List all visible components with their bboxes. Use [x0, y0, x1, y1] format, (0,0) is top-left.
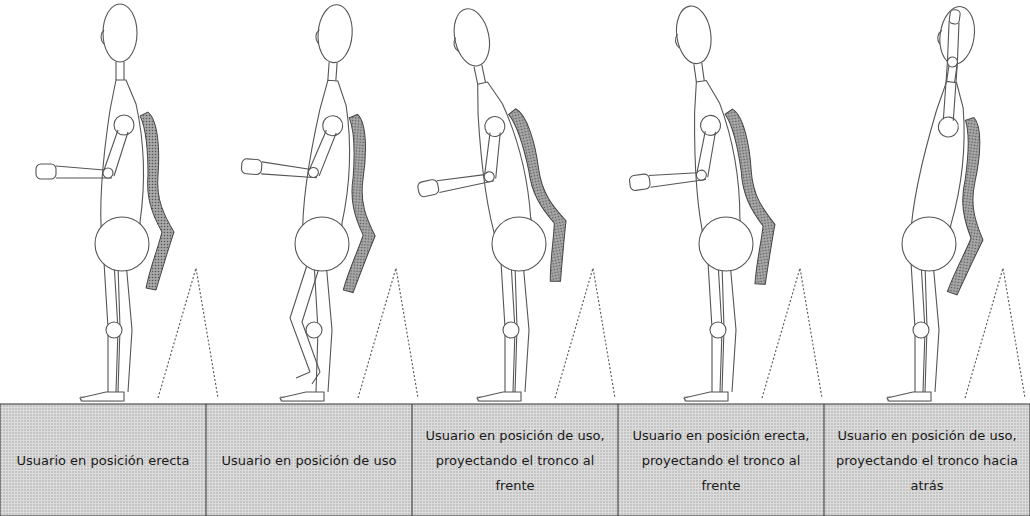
stand-triangle	[358, 268, 418, 398]
stroke	[261, 126, 336, 179]
stand-triangle	[158, 268, 218, 398]
knee	[306, 322, 322, 338]
stand-triangle	[762, 268, 822, 398]
stroke	[296, 372, 320, 384]
support	[140, 112, 174, 290]
stroke	[290, 262, 320, 372]
head	[673, 4, 715, 66]
pelvis	[95, 217, 149, 271]
figures	[36, 0, 1025, 402]
hand	[949, 9, 961, 24]
torso-group	[233, 0, 391, 294]
face	[675, 34, 680, 48]
caption: Usuario en posición erecta	[0, 448, 206, 473]
face	[101, 30, 104, 44]
hand	[629, 173, 651, 191]
pelvis	[295, 217, 349, 271]
shoulder	[699, 114, 722, 137]
knee	[503, 322, 519, 338]
stroke	[328, 62, 337, 81]
caption-band	[0, 404, 1030, 516]
pelvis	[699, 217, 753, 271]
hand	[417, 179, 440, 198]
shoulder	[937, 116, 960, 139]
hand	[36, 164, 56, 179]
pelvis	[902, 217, 956, 271]
torso-group	[607, 0, 783, 301]
stroke	[947, 56, 958, 67]
knee	[106, 322, 122, 338]
mannequin	[887, 4, 1025, 402]
shoulder	[483, 115, 507, 139]
stroke	[429, 131, 509, 193]
mannequin	[36, 4, 218, 402]
stand-triangle	[555, 268, 615, 398]
head	[449, 5, 494, 69]
foot	[684, 392, 728, 401]
caption: Usuario en posición erecta, proyectando …	[618, 423, 824, 498]
head	[103, 4, 137, 62]
caption: Usuario en posición de uso, proyectando …	[412, 423, 618, 498]
cell-border	[618, 404, 619, 516]
knee	[710, 322, 726, 338]
foot	[280, 392, 324, 401]
mannequin	[607, 0, 822, 402]
elbow	[308, 167, 319, 178]
stroke	[474, 65, 486, 84]
cell-borders	[206, 404, 824, 516]
face	[453, 38, 459, 52]
cell-border	[824, 404, 825, 516]
hand	[241, 158, 262, 174]
cell-border	[412, 404, 413, 516]
torso	[681, 78, 746, 242]
support	[941, 116, 999, 297]
stroke	[694, 63, 704, 82]
mannequin	[384, 0, 615, 402]
face	[315, 29, 319, 43]
foot	[887, 392, 931, 401]
caption: Usuario en posición de uso	[206, 448, 412, 473]
stand-triangle	[965, 268, 1025, 398]
mannequin	[233, 0, 418, 402]
pelvis	[492, 217, 546, 271]
head	[316, 4, 354, 64]
torso-group	[902, 4, 1014, 297]
stroke	[56, 130, 128, 178]
elbow	[696, 169, 707, 180]
cell-border	[206, 404, 207, 516]
torso-group	[36, 4, 174, 290]
stroke	[935, 21, 966, 121]
support	[337, 114, 383, 294]
stroke	[116, 62, 124, 80]
stroke	[644, 130, 722, 188]
knee	[913, 322, 929, 338]
elbow	[483, 171, 495, 183]
caption: Usuario en posición de uso, proyectando …	[824, 423, 1030, 498]
torso-group	[384, 0, 578, 306]
foot	[80, 392, 124, 401]
elbow	[103, 168, 113, 178]
foot	[477, 392, 521, 401]
face	[937, 30, 942, 44]
